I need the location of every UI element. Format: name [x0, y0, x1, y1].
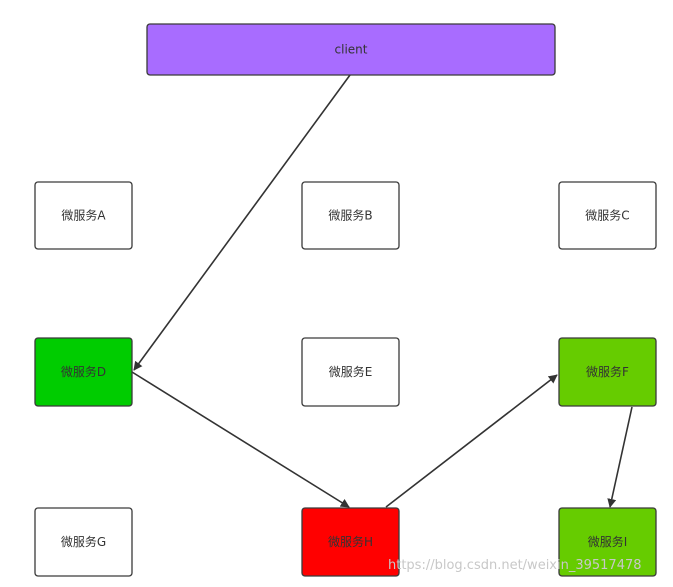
microservice-h-label: 微服务H [328, 534, 373, 549]
microservice-i-box [558, 507, 657, 577]
microservice-c-label: 微服务C [585, 208, 629, 223]
microservice-e-node[interactable]: 微服务E [301, 337, 400, 407]
microservice-d-node[interactable]: 微服务D [34, 337, 133, 407]
arrow-h-to-f [385, 374, 558, 508]
client-box [146, 23, 556, 76]
watermark-text: https://blog.csdn.net/weixin_39517478 [388, 558, 642, 573]
microservice-e-box [301, 337, 400, 407]
microservice-a-box [34, 181, 133, 250]
microservice-d-label: 微服务D [61, 364, 106, 379]
microservice-g-node[interactable]: 微服务G [34, 507, 133, 577]
arrow-f-to-i [607, 406, 633, 508]
microservice-i-node[interactable]: 微服务I [558, 507, 657, 577]
microservice-e-label: 微服务E [329, 364, 373, 379]
microservice-f-node[interactable]: 微服务F [558, 337, 657, 407]
microservice-g-label: 微服务G [61, 534, 106, 549]
client-label: client [335, 43, 368, 57]
microservice-h-node[interactable]: 微服务H [301, 507, 400, 577]
microservice-f-label: 微服务F [586, 364, 629, 379]
client-node[interactable]: client [146, 23, 556, 76]
microservice-f-box [558, 337, 657, 407]
microservice-b-node[interactable]: 微服务B [301, 181, 400, 250]
microservice-a-node[interactable]: 微服务A [34, 181, 133, 250]
arrow-client-to-d [133, 74, 351, 371]
microservice-i-label: 微服务I [588, 534, 628, 549]
microservice-c-box [558, 181, 657, 250]
microservice-c-node[interactable]: 微服务C [558, 181, 657, 250]
microservice-h-box [301, 507, 400, 577]
microservice-d-box [34, 337, 133, 407]
microservice-b-box [301, 181, 400, 250]
microservice-b-label: 微服务B [328, 208, 372, 223]
microservice-g-box [34, 507, 133, 577]
arrow-d-to-h [131, 371, 350, 508]
microservice-a-label: 微服务A [61, 208, 106, 223]
